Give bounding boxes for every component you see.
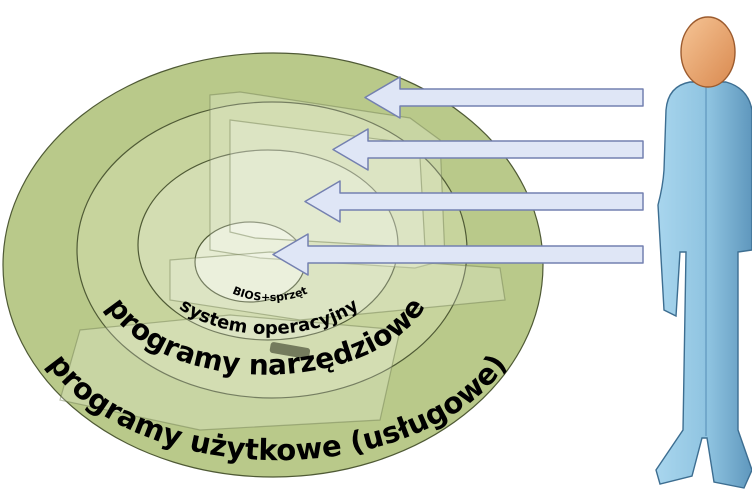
computer-icon <box>59 91 506 431</box>
arrow-to-os <box>304 180 644 223</box>
arrow-left-icon <box>272 76 644 276</box>
user-figure-icon <box>655 16 752 489</box>
arrow-to-hardware <box>272 233 644 276</box>
device-button <box>269 342 311 359</box>
arrow-to-tools <box>332 128 644 171</box>
label-hardware: BIOS+sprzęt <box>231 284 309 304</box>
arrow-to-apps <box>364 76 644 119</box>
